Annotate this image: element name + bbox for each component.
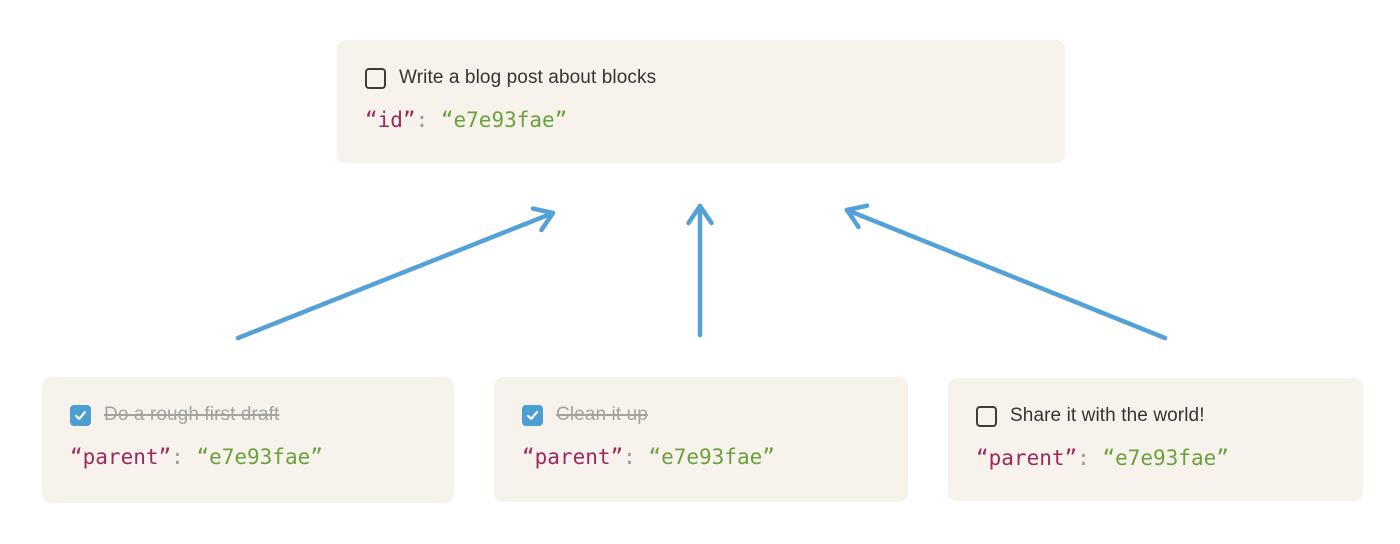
code-key: “parent”: [522, 445, 624, 469]
child-task-card-2: Clean it up “parent”: “e7e93fae”: [494, 377, 908, 502]
checkmark-icon: [74, 410, 87, 420]
task-title: Write a blog post about blocks: [399, 67, 657, 88]
block-parent-code: “parent”: “e7e93fae”: [70, 445, 426, 469]
parent-task-card: Write a blog post about blocks “id”: “e7…: [337, 40, 1065, 163]
task-row: Write a blog post about blocks: [365, 65, 1037, 91]
code-value: “e7e93fae”: [196, 445, 323, 469]
task-row: Do a rough first draft: [70, 402, 426, 428]
child-task-card-3: Share it with the world! “parent”: “e7e9…: [948, 378, 1363, 501]
child-task-card-1: Do a rough first draft “parent”: “e7e93f…: [42, 377, 454, 503]
code-key: “parent”: [70, 445, 172, 469]
code-separator: :: [623, 445, 649, 469]
task-title: Clean it up: [556, 404, 648, 425]
arrow-child3-to-parent: [844, 203, 1168, 341]
code-value: “e7e93fae”: [440, 108, 568, 132]
task-row: Clean it up: [522, 402, 880, 428]
checkbox-checked-icon[interactable]: [522, 404, 543, 426]
checkmark-icon: [526, 410, 539, 420]
checkbox-unchecked-icon[interactable]: [976, 405, 997, 427]
code-key: “id”: [365, 108, 416, 132]
task-title: Share it with the world!: [1010, 405, 1205, 426]
checkbox-checked-icon[interactable]: [70, 404, 91, 426]
code-key: “parent”: [976, 446, 1078, 470]
code-separator: :: [1077, 446, 1103, 470]
code-separator: :: [415, 108, 441, 132]
block-parent-code: “parent”: “e7e93fae”: [976, 446, 1335, 470]
task-title: Do a rough first draft: [104, 404, 280, 425]
code-value: “e7e93fae”: [648, 445, 775, 469]
block-id-code: “id”: “e7e93fae”: [365, 108, 1037, 132]
arrow-child1-to-parent: [235, 206, 556, 341]
code-value: “e7e93fae”: [1102, 446, 1229, 470]
checkbox-unchecked-icon[interactable]: [365, 67, 386, 89]
block-parent-code: “parent”: “e7e93fae”: [522, 445, 880, 469]
task-row: Share it with the world!: [976, 403, 1335, 429]
code-separator: :: [171, 445, 197, 469]
